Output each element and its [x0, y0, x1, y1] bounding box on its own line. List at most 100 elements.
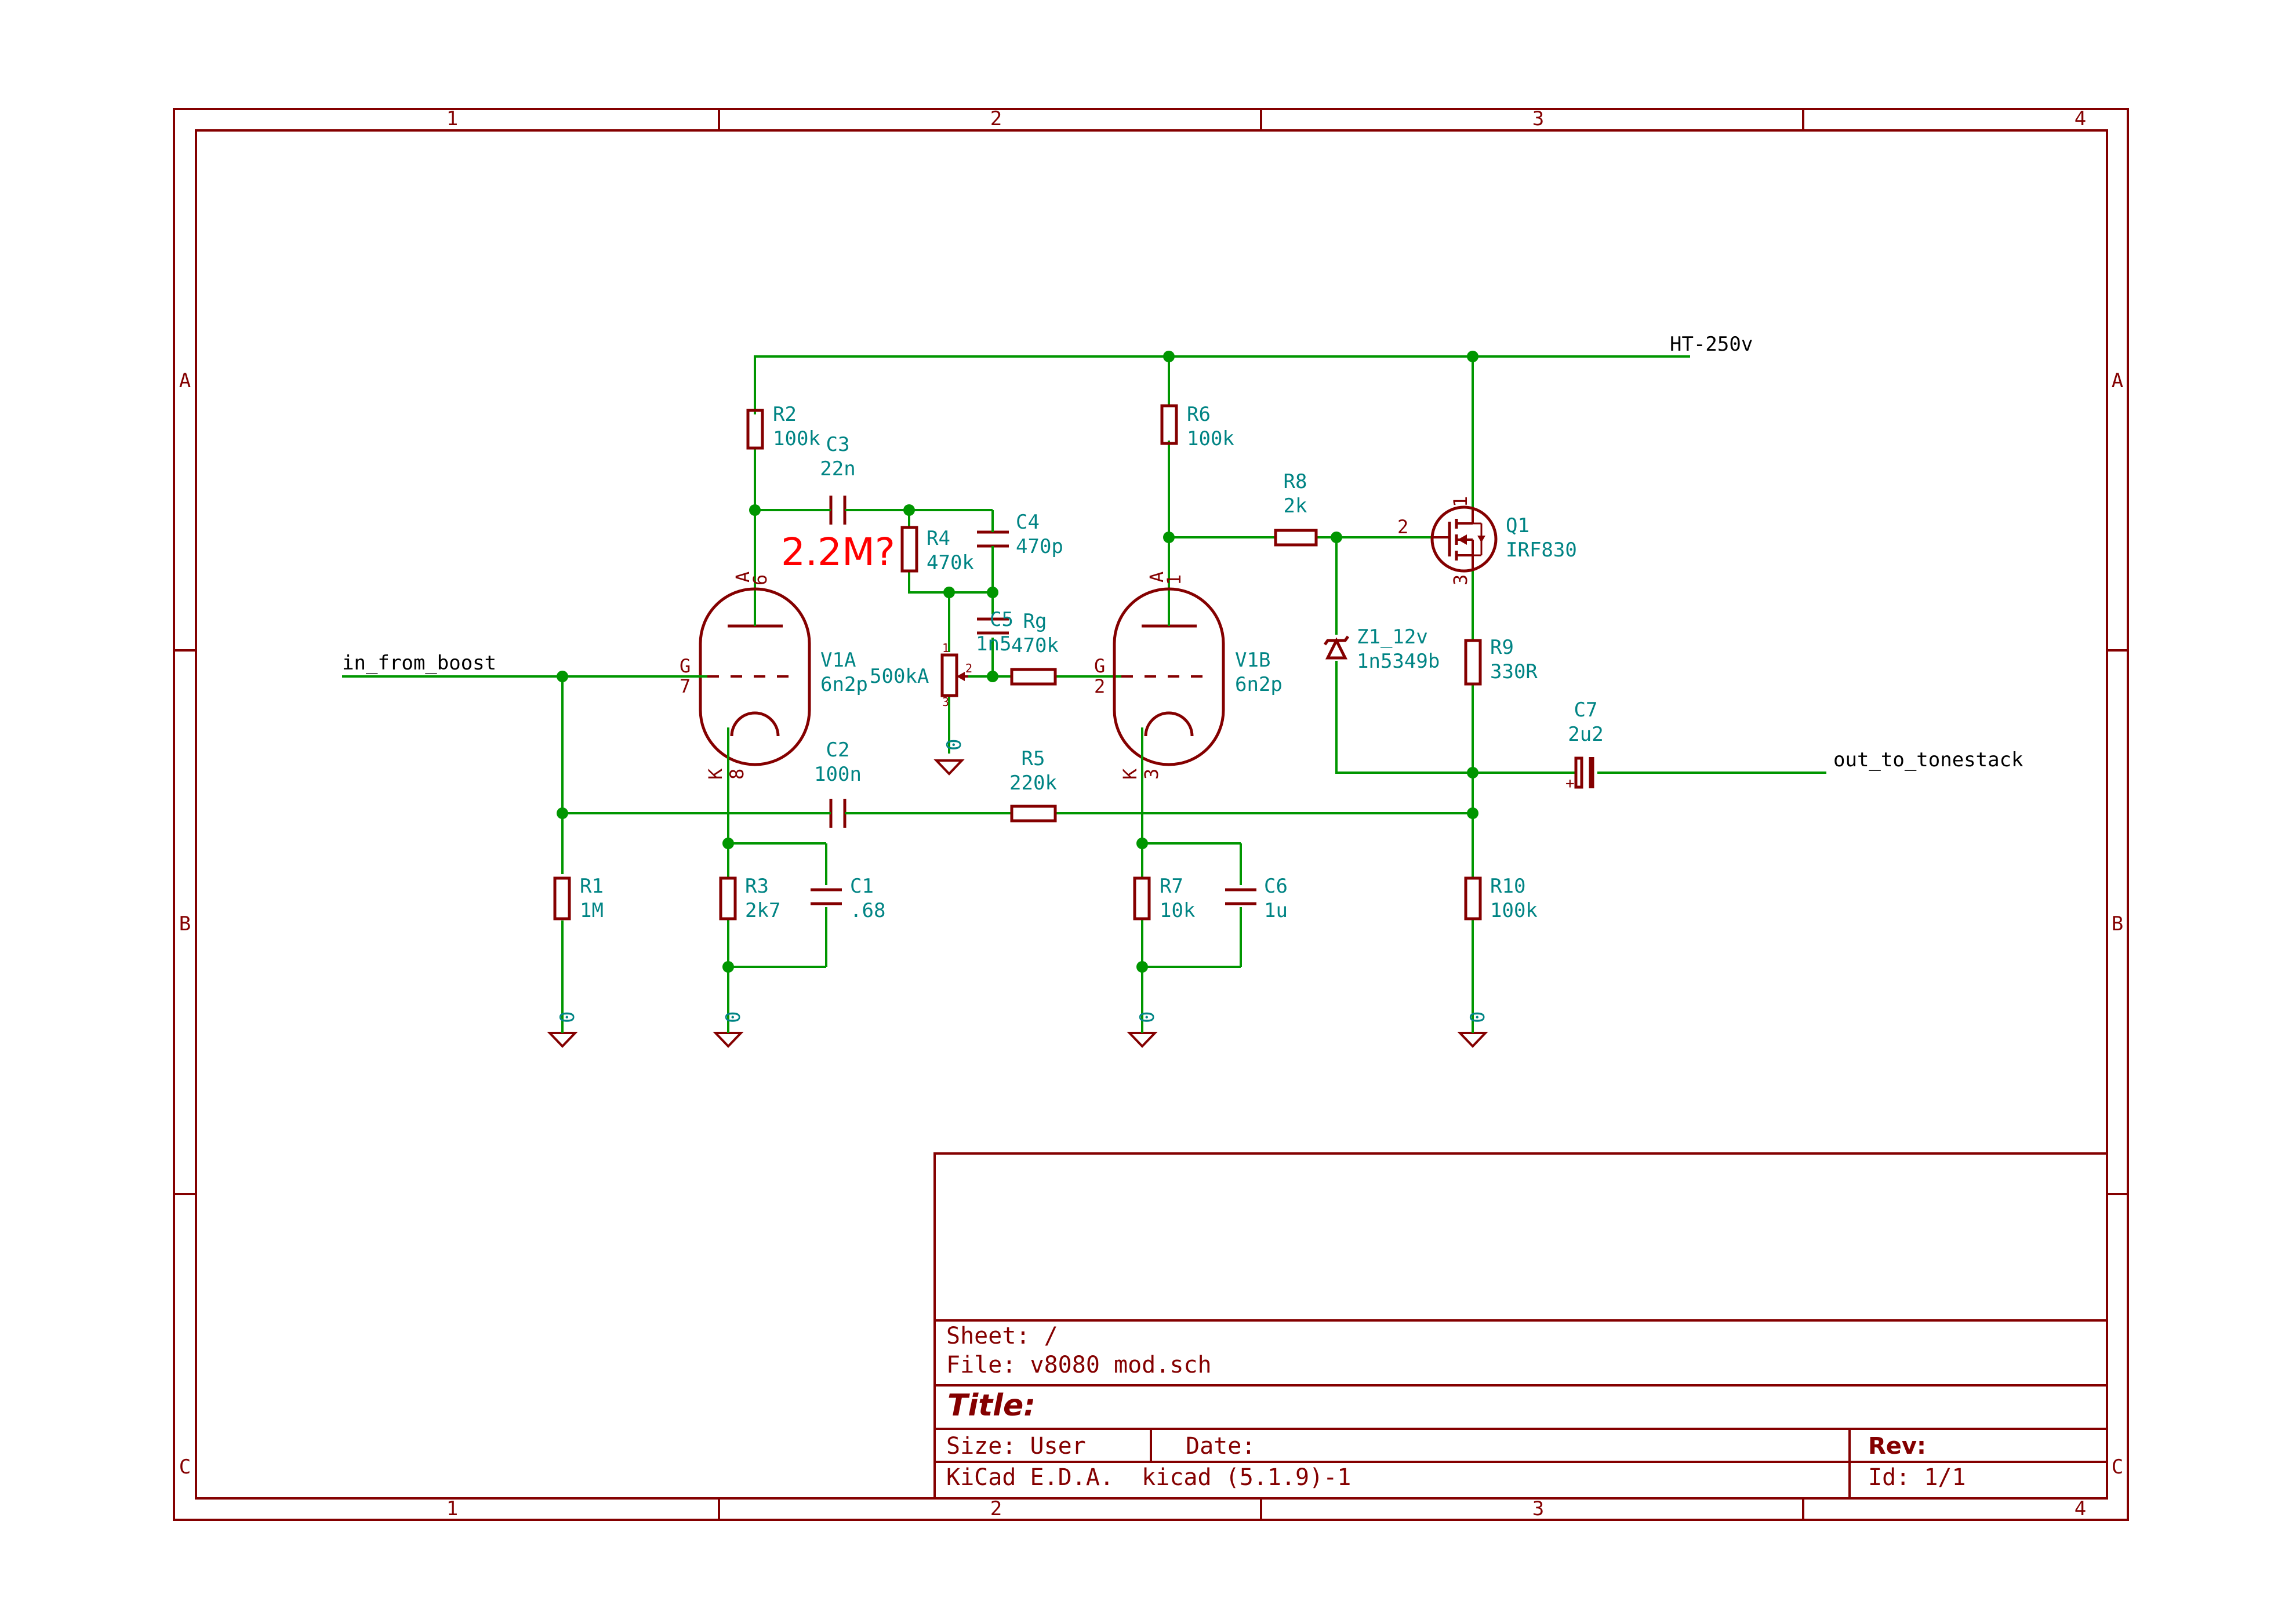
resistor-r5[interactable]: R5 220k [1009, 747, 1057, 823]
capacitor-c5[interactable]: C5 1n5 [976, 608, 1013, 656]
z1-value: 1n5349b [1357, 650, 1440, 673]
q1-ref: Q1 [1506, 514, 1530, 537]
resistor-r4[interactable]: R4 470k [900, 526, 974, 574]
row-label-b-right: B [2112, 912, 2123, 936]
ground-icon: 0 [547, 1011, 579, 1048]
triode-v1b[interactable]: A 1 G 2 K 3 V1B 6n2p [1094, 572, 1283, 780]
resistor-r7[interactable]: R7 10k [1133, 875, 1195, 922]
v1a-grid-num: 7 [680, 675, 691, 697]
ground-symbols: 0 0 0 0 0 [547, 727, 1490, 1048]
r4-value: 470k [927, 551, 974, 574]
resistor-r10[interactable]: R10 100k [1464, 875, 1538, 922]
r6-ref: R6 [1187, 403, 1211, 426]
net-label-ht: HT-250v [1670, 333, 1753, 356]
ground-icon: 0 [1127, 1011, 1159, 1048]
row-label-c-right: C [2112, 1455, 2123, 1479]
c2-value: 100n [814, 763, 862, 786]
resistor-r9[interactable]: R9 330R [1464, 636, 1538, 686]
ground-icon: 0 [933, 727, 966, 776]
v1a-grid-pin: G [680, 655, 691, 677]
c5-value: 1n5 [976, 632, 1011, 656]
r1-ref: R1 [580, 875, 604, 898]
q1-drain-pin: 1 [1449, 496, 1472, 507]
col-label-2: 2 [990, 107, 1002, 130]
junctions [557, 351, 1478, 973]
r6-value: 100k [1187, 427, 1234, 450]
z1-ref: Z1_12v [1357, 625, 1428, 649]
v1a-ref: V1A [820, 649, 856, 672]
c7-value: 2u2 [1568, 723, 1603, 746]
resistor-rg[interactable]: Rg 470k [1010, 610, 1059, 686]
ground-r10-label: 0 [1466, 1011, 1490, 1023]
r2-ref: R2 [773, 403, 797, 426]
capacitor-c1[interactable]: C1 .68 [811, 875, 885, 922]
q1-source-pin: 3 [1449, 574, 1472, 585]
capacitor-c7[interactable]: + C7 2u2 [1473, 698, 1604, 792]
r9-value: 330R [1490, 660, 1538, 683]
triode-v1a[interactable]: A 6 G 7 K 8 V1A 6n2p [680, 572, 868, 780]
resistor-r2[interactable]: R2 100k [746, 403, 820, 450]
c6-value: 1u [1264, 899, 1288, 922]
rg-value: 470k [1011, 634, 1059, 657]
c1-value: .68 [850, 899, 885, 922]
rev-label: Rev: [1868, 1433, 1926, 1460]
resistor-r1[interactable]: R1 1M [553, 875, 604, 922]
r5-ref: R5 [1022, 747, 1045, 770]
c5-ref: C5 [990, 608, 1013, 631]
r7-ref: R7 [1160, 875, 1183, 898]
ground-icon: 0 [713, 1011, 745, 1048]
col-label-1: 1 [446, 107, 458, 130]
capacitor-c3[interactable]: C3 22n [820, 433, 856, 525]
col-label-4-bottom: 4 [2075, 1497, 2086, 1520]
wires [342, 355, 1826, 1026]
r8-value: 2k [1284, 494, 1307, 518]
v1a-anode-num: 6 [749, 574, 771, 585]
resistor-r3[interactable]: R3 2k7 [719, 875, 780, 922]
pot-pin-2: 2 [965, 661, 972, 675]
row-label-b: B [179, 912, 191, 936]
r2-value: 100k [773, 427, 820, 450]
v1b-cathode-pin: K [1119, 768, 1141, 780]
resistor-r8[interactable]: R8 2k [1274, 470, 1318, 547]
c7-plus-mark: + [1565, 775, 1575, 792]
resistor-r6[interactable]: R6 100k [1160, 403, 1234, 450]
zener-z1[interactable]: Z1_12v 1n5349b [1323, 625, 1440, 673]
r8-ref: R8 [1284, 470, 1307, 493]
row-label-a-right: A [2112, 369, 2123, 392]
size-label: Size: User [946, 1433, 1086, 1460]
title-label: Title: [947, 1388, 1036, 1423]
row-label-c: C [179, 1455, 191, 1479]
title-block: Sheet: / File: v8080 mod.sch Title: Size… [933, 1152, 2108, 1500]
capacitor-c4[interactable]: C4 470p [977, 511, 1063, 558]
capacitor-c2[interactable]: C2 100n [814, 738, 862, 828]
mosfet-q1[interactable]: 2 1 3 Q1 IRF830 [1397, 496, 1577, 585]
r1-value: 1M [580, 899, 604, 922]
q1-gate-pin: 2 [1397, 516, 1408, 538]
v1a-cathode-pin: K [704, 768, 726, 780]
annotation-2-2m: 2.2M? [781, 530, 895, 574]
row-label-a: A [179, 369, 191, 392]
pot-pin-1: 1 [942, 641, 949, 655]
v1a-anode-pin: A [732, 572, 754, 583]
net-label-input: in_from_boost [342, 652, 496, 675]
r10-value: 100k [1490, 899, 1538, 922]
v1b-anode-num: 1 [1163, 574, 1185, 585]
v1b-value: 6n2p [1235, 673, 1283, 696]
potentiometer-500ka[interactable]: 1 2 3 500kA [870, 641, 972, 709]
c3-ref: C3 [826, 433, 850, 456]
ground-icon: 0 [1457, 1011, 1490, 1048]
c3-value: 22n [820, 457, 855, 481]
v1b-grid-num: 2 [1094, 675, 1105, 697]
ground-r3-label: 0 [722, 1011, 745, 1023]
r9-ref: R9 [1490, 636, 1514, 659]
v1b-anode-pin: A [1146, 572, 1168, 583]
net-label-output: out_to_tonestack [1833, 748, 2023, 772]
ground-pot-label: 0 [943, 739, 966, 751]
c6-ref: C6 [1264, 875, 1288, 898]
capacitor-c6[interactable]: C6 1u [1225, 875, 1288, 922]
r7-value: 10k [1160, 899, 1195, 922]
c4-ref: C4 [1016, 511, 1040, 534]
sheet-path: Sheet: / [946, 1323, 1058, 1349]
r3-ref: R3 [745, 875, 769, 898]
